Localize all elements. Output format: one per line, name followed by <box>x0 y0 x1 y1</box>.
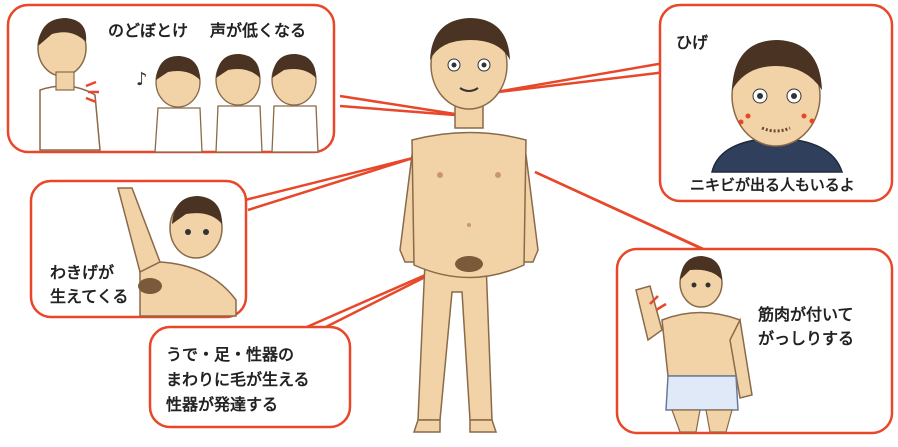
muscle-label-line-1: 筋肉が付いて <box>757 305 854 324</box>
central-boy-figure <box>399 18 539 433</box>
armpit-label-line-1: わきげが <box>50 263 114 282</box>
singing-boys-illustration: ♪ <box>136 53 319 153</box>
beard-illustration: ひげ ニキビが出る人もいるよ <box>676 33 855 194</box>
callout-box-body-hair <box>148 325 352 429</box>
pointer-line-armpit <box>244 156 414 202</box>
voice-deepens-label: 声が低くなる <box>209 21 306 40</box>
music-note-icon: ♪ <box>136 69 148 90</box>
body-hair-text: うで・足・性器の まわりに毛が生える 性器が発達する <box>166 345 310 414</box>
pointer-line-throat-2 <box>339 104 469 118</box>
muscle-label-line-2: がっしりする <box>758 329 854 348</box>
beard-label: ひげ <box>676 33 709 52</box>
pointer-line-muscle-2 <box>534 170 711 254</box>
pointer-line-armpit-2 <box>247 156 414 212</box>
pointer-line-beard-2 <box>489 70 667 95</box>
armpit-illustration: わきげが 生えてくる <box>50 187 237 317</box>
adams-apple-label: のどぼとけ <box>108 21 188 40</box>
pointer-line-throat <box>339 94 469 118</box>
adams-apple-illustration: ♪ のどぼとけ 声が低くなる <box>37 18 319 153</box>
body-hair-label-line-1: うで・足・性器の <box>166 345 294 364</box>
acne-label: ニキビが出る人もいるよ <box>690 176 855 194</box>
muscle-illustration: 筋肉が付いて がっしりする <box>635 256 854 433</box>
body-hair-label-line-2: まわりに毛が生える <box>166 370 310 389</box>
body-hair-label-line-3: 性器が発達する <box>166 395 278 414</box>
armpit-label-line-2: 生えてくる <box>50 287 128 306</box>
pointer-line-beard <box>489 60 671 95</box>
